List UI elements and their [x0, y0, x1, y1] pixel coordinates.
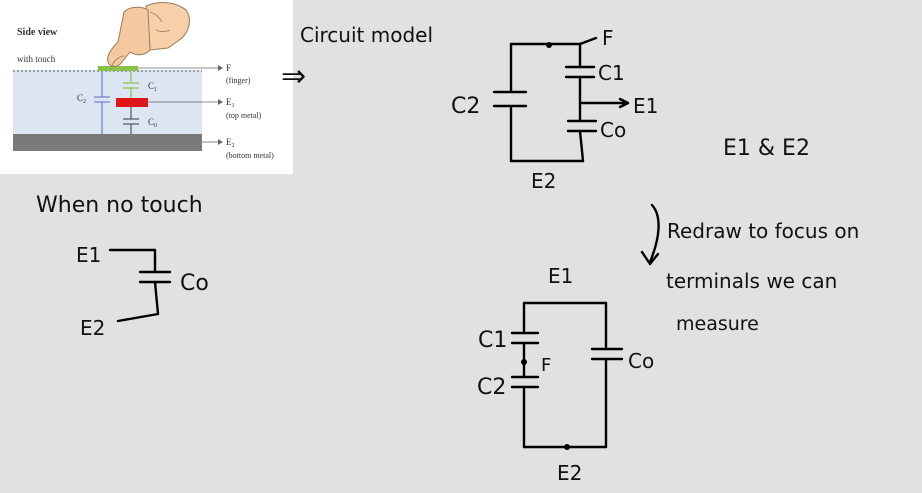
redraw-note-line3: measure [676, 313, 759, 335]
figure-title: Side view [17, 27, 58, 38]
no-touch-diagram [108, 248, 172, 323]
figure-leader-arrowheads [218, 65, 223, 145]
bottom-metal-desc: (bottom metal) [226, 151, 274, 160]
implies-arrow: ⇒ [281, 59, 306, 94]
model-e1-arrowhead [618, 97, 630, 109]
model-c1-label: C1 [598, 61, 625, 85]
no-touch-e1-wire [108, 248, 157, 274]
model-f-node [546, 42, 552, 48]
circuit-model-diagram [492, 36, 630, 163]
c0-capacitor-symbol [123, 107, 139, 134]
c2-capacitor-symbol [94, 72, 110, 134]
model-right-wire-3 [578, 129, 585, 163]
redrawn-c2-label: C2 [477, 375, 506, 400]
finger-label: F [226, 63, 231, 73]
side-view-figure: Side view with touch C1 C0 [0, 0, 293, 174]
top-metal-label: E1 [226, 97, 235, 109]
c0-label: C0 [148, 117, 157, 129]
model-e2-label: E2 [531, 169, 556, 193]
c2-label: C2 [77, 93, 86, 105]
no-touch-c0-label: Co [180, 271, 209, 296]
redrawn-e2-node [564, 444, 570, 450]
redrawn-f-label: F [541, 355, 551, 376]
no-touch-title: When no touch [36, 193, 203, 218]
redrawn-f-node [521, 359, 527, 365]
finger-touch-icon [107, 2, 190, 67]
c1-capacitor-symbol [123, 72, 139, 98]
redrawn-c0-label: Co [628, 349, 654, 373]
model-e1-label: E1 [633, 94, 658, 118]
redrawn-e1-label: E1 [548, 264, 573, 288]
e1-e2-note: E1 & E2 [723, 136, 810, 161]
no-touch-e2-wire [116, 280, 160, 323]
bottom-metal-label: E2 [226, 137, 235, 149]
finger-desc: (finger) [226, 76, 251, 85]
model-f-lead [578, 36, 598, 46]
model-f-label: F [602, 26, 614, 50]
finger-pad [98, 66, 138, 71]
redrawn-c1-label: C1 [478, 328, 507, 353]
no-touch-e1-label: E1 [76, 243, 101, 267]
bottom-metal-layer [13, 134, 202, 151]
no-touch-e2-label: E2 [80, 316, 105, 340]
redraw-bracket-arrow [640, 203, 660, 266]
figure-subtitle: with touch [17, 54, 56, 64]
model-c0-label: Co [600, 118, 626, 142]
model-c2-label: C2 [451, 94, 480, 119]
figure-leader-lines [138, 67, 218, 143]
top-metal-electrode [116, 98, 148, 107]
redrawn-e2-label: E2 [557, 461, 582, 485]
c1-label: C1 [148, 81, 157, 93]
redraw-note-line1: Redraw to focus on [667, 219, 859, 243]
redraw-note-line2: terminals we can [666, 269, 837, 293]
top-metal-desc: (top metal) [226, 111, 262, 120]
redrawn-circuit-diagram [510, 301, 624, 450]
circuit-model-title: Circuit model [300, 23, 433, 47]
